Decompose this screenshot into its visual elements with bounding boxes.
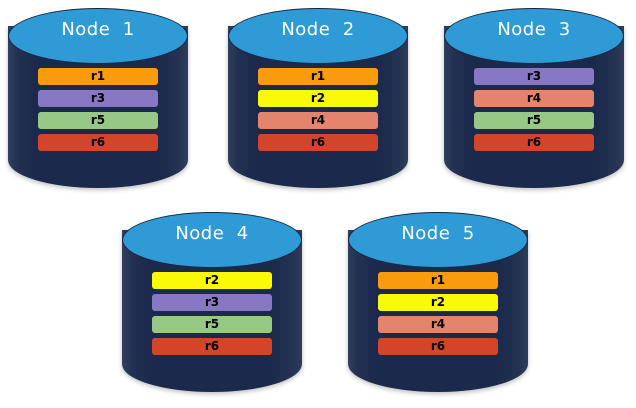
replica-bar-r5[interactable]: r5 [38,112,158,129]
cylinder-top-ellipse [8,8,188,64]
replica-bar-r6[interactable]: r6 [38,134,158,151]
cylinder-top-ellipse [348,212,528,268]
replica-bar-r6[interactable]: r6 [258,134,378,151]
replica-bar-r2[interactable]: r2 [378,294,498,311]
node-cylinder-5[interactable]: Node 5 r1 r2 r4 r6 [348,212,528,392]
replica-list: r1 r2 r4 r6 [228,68,408,156]
replica-bar-r4[interactable]: r4 [378,316,498,333]
node-cylinder-2[interactable]: Node 2 r1 r2 r4 r6 [228,8,408,188]
replica-bar-r3[interactable]: r3 [474,68,594,85]
cylinder-top-ellipse [228,8,408,64]
replica-bar-r5[interactable]: r5 [152,316,272,333]
node-label: Node 2 [281,19,355,40]
replica-list: r1 r2 r4 r6 [348,272,528,360]
node-label: Node 1 [61,19,135,40]
replica-bar-r1[interactable]: r1 [258,68,378,85]
replica-bar-r3[interactable]: r3 [152,294,272,311]
replica-bar-r2[interactable]: r2 [258,90,378,107]
node-label: Node 5 [401,223,475,244]
cylinder-top-ellipse [444,8,624,64]
replica-bar-r6[interactable]: r6 [474,134,594,151]
replica-bar-r2[interactable]: r2 [152,272,272,289]
node-cylinder-1[interactable]: Node 1 r1 r3 r5 r6 [8,8,188,188]
replica-list: r2 r3 r5 r6 [122,272,302,360]
replica-bar-r6[interactable]: r6 [152,338,272,355]
replica-bar-r1[interactable]: r1 [378,272,498,289]
replica-bar-r4[interactable]: r4 [258,112,378,129]
replica-bar-r3[interactable]: r3 [38,90,158,107]
cylinder-top-ellipse [122,212,302,268]
replica-bar-r1[interactable]: r1 [38,68,158,85]
replica-bar-r6[interactable]: r6 [378,338,498,355]
replica-bar-r4[interactable]: r4 [474,90,594,107]
node-cylinder-4[interactable]: Node 4 r2 r3 r5 r6 [122,212,302,392]
node-cylinder-3[interactable]: Node 3 r3 r4 r5 r6 [444,8,624,188]
node-label: Node 3 [497,19,571,40]
replica-list: r1 r3 r5 r6 [8,68,188,156]
node-label: Node 4 [175,223,249,244]
replica-bar-r5[interactable]: r5 [474,112,594,129]
replica-list: r3 r4 r5 r6 [444,68,624,156]
